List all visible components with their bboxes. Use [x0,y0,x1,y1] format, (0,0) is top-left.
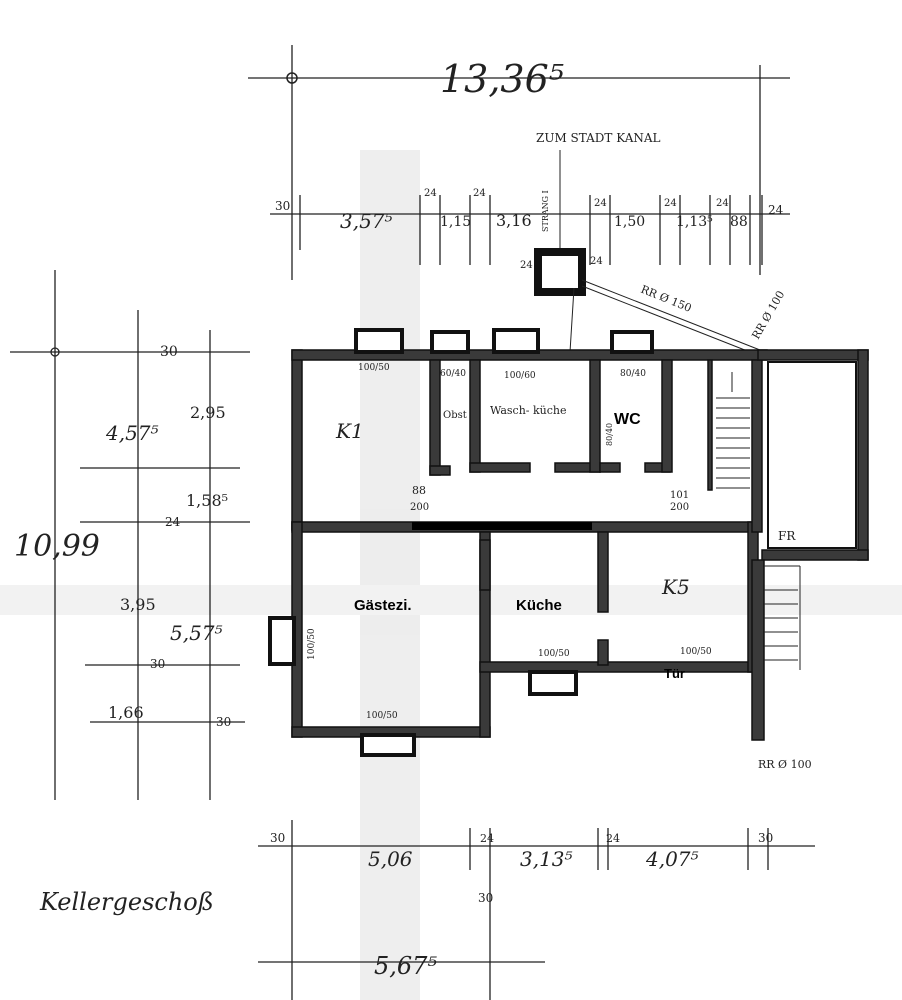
rr-right-label: RR Ø 100 [749,289,787,342]
left-dim-5: 30 [216,715,231,729]
bottom-sub-dim: 30 [478,891,493,905]
left-total-dimension: 10,99 [14,529,100,564]
strang-label: STRANG I [541,190,550,232]
room-obst: Obst [443,410,467,421]
opening-5: 100/50 [366,711,398,721]
top-dim-2: 24 [424,188,437,199]
bottom-dim-3: 3,13⁵ [520,847,573,871]
room-k5: K5 [661,575,690,599]
staircase [716,372,798,661]
left-sub-3: 1,66 [108,703,144,722]
left-dim-3: 5,57⁵ [170,621,223,645]
top-dim-7: 1,50 [614,214,645,230]
bottom-dimensions: 30 5,06 24 3,13⁵ 24 4,07⁵ 30 30 5,67⁵ [258,820,815,1000]
opening-0: 100/50 [358,363,390,373]
bottom-dim-2: 24 [480,832,494,845]
building [291,349,869,741]
top-dim-0: 30 [275,199,290,213]
left-dim-4: 30 [150,657,165,671]
bottom-dim-5: 4,07⁵ [645,847,699,871]
room-wc: WC [614,411,641,428]
drawing-title: Kellergeschoß [39,888,214,916]
opening-6: 100/50 [538,649,570,659]
top-dim-5: 3,16 [496,211,532,230]
left-sub-2: 3,95 [120,595,156,614]
bottom-dim-1: 5,06 [368,847,413,871]
left-dim-0: 30 [160,344,178,360]
opening-10: 101 [670,490,689,501]
top-dim-11: 88 [730,214,748,230]
opening-3: 80/40 [620,369,646,379]
top-dim-4: 24 [473,188,486,199]
room-tuer: Tür [664,666,685,681]
opening-12: 80/40 [605,423,614,446]
room-gaestezi: Gästezi. [354,597,412,614]
left-sub-0: 2,95 [190,403,226,422]
opening-9: 200 [410,502,429,513]
opening-2: 100/60 [504,371,536,381]
top-dim-6: 24 [594,198,607,209]
rr-bottom-label: RR Ø 100 [758,758,812,771]
opening-1: 60/40 [440,369,466,379]
opening-7: 100/50 [680,647,712,657]
top-dim-3: 1,15 [440,214,471,230]
beam [412,522,592,530]
chimney-dim-left: 24 [520,260,533,271]
opening-4: 100/50 [307,628,317,660]
room-labels: K1 Obst Wasch- küche WC Gästezi. Küche K… [335,404,690,681]
top-dimensions: 13,36⁵ 30 3,57⁵ 24 1,15 24 3,16 24 1,50 … [248,45,790,280]
scan-noise [0,150,902,1000]
bottom-dim-6: 30 [758,831,773,845]
room-waschkueche: Wasch- küche [490,404,567,417]
windows [268,328,654,757]
top-dim-1: 3,57⁵ [340,209,393,233]
rr-top-label: RR Ø 150 [639,283,694,315]
bottom-dim-4: 24 [606,832,620,845]
top-dim-12: 24 [768,203,784,217]
chimney-dim-right: 24 [590,256,603,267]
left-dim-1: 4,57⁵ [105,421,159,445]
top-dim-10: 24 [716,198,729,209]
top-total-dimension: 13,36⁵ [440,57,564,101]
left-sub-1: 1,58⁵ [186,491,228,510]
room-k1: K1 [335,419,364,443]
kanal-label: ZUM STADT KANAL [536,131,661,145]
fr-label: FR [778,529,796,543]
room-kueche: Küche [516,597,562,614]
top-dim-9: 1,13⁵ [676,214,713,230]
bottom-total-dimension: 5,67⁵ [374,952,437,980]
left-dim-2: 24 [165,515,181,529]
left-dimensions: 30 4,57⁵ 24 5,57⁵ 30 30 2,95 1,58⁵ 3,95 … [10,270,250,800]
opening-labels: 100/50 60/40 100/60 80/40 100/50 100/50 … [307,363,812,771]
sewer-annotation: ZUM STADT KANAL STRANG I [536,131,661,248]
bottom-dim-0: 30 [270,831,285,845]
top-dim-8: 24 [664,198,677,209]
opening-8: 88 [412,484,426,497]
opening-11: 200 [670,502,689,513]
